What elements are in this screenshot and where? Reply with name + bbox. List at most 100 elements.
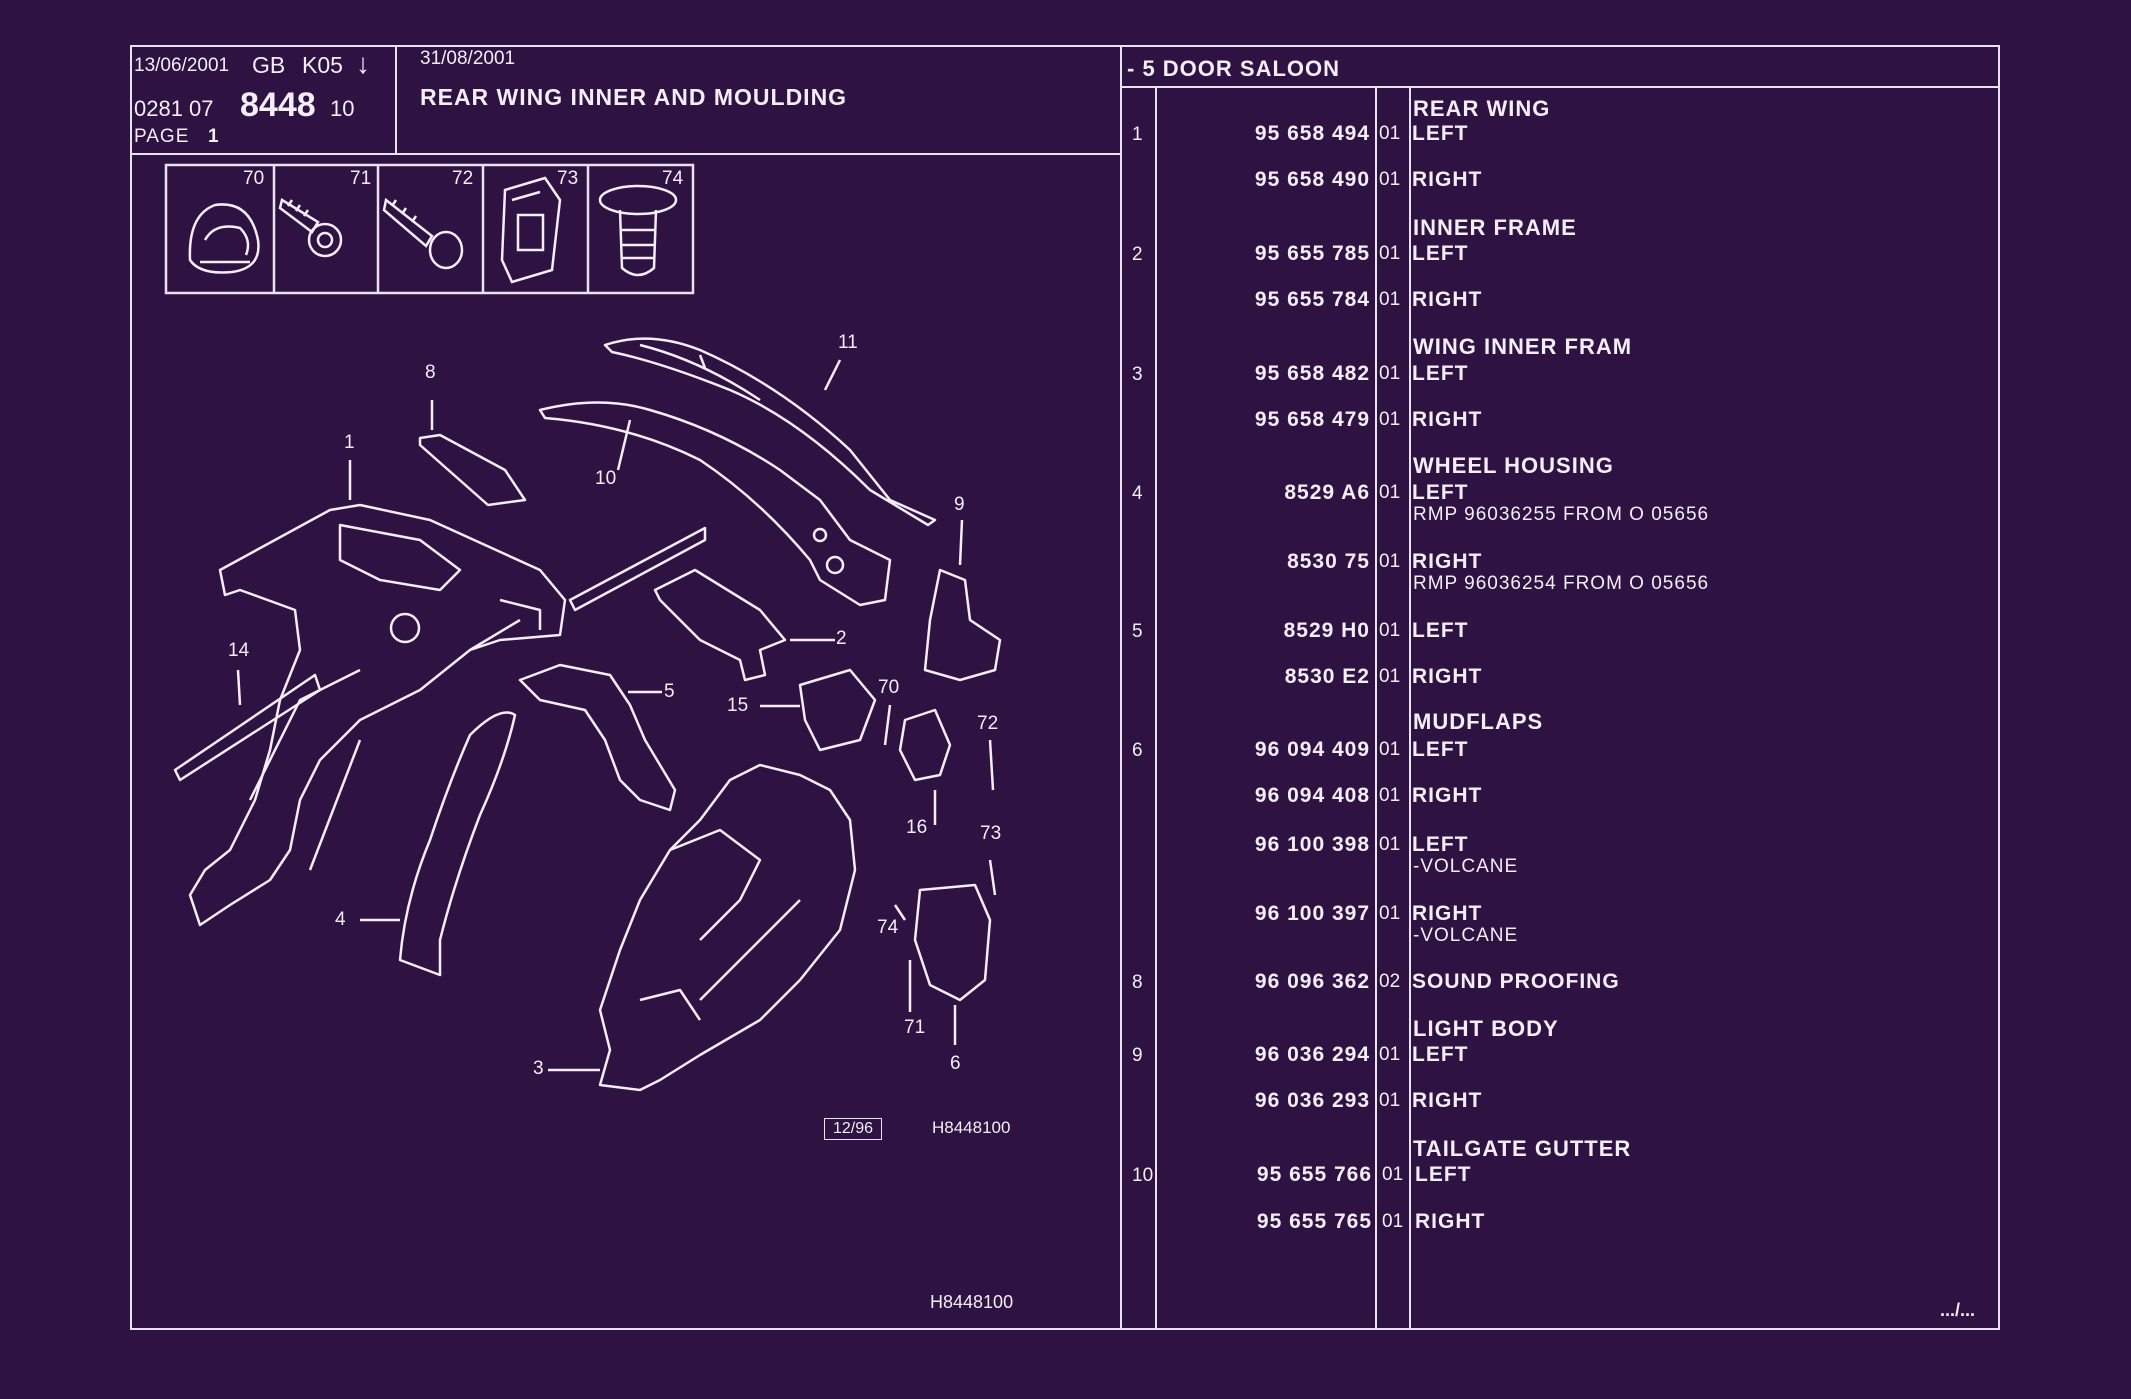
col-qty-divider [1409, 88, 1411, 1328]
part-desc: LEFT [1412, 619, 1469, 642]
part-desc: LEFT [1412, 738, 1469, 761]
heading-tailgate-gutter: TAILGATE GUTTER [1413, 1136, 1632, 1161]
diagram-label-74: 74 [877, 917, 899, 938]
header-lang: GB [252, 52, 286, 78]
page-title: REAR WING INNER AND MOULDING [420, 84, 848, 110]
doc-main-number: 8448 [240, 86, 316, 124]
part-number: 95 658 494 [1254, 122, 1370, 145]
heading-wheel-housing: WHEEL HOUSING [1413, 453, 1614, 478]
footer-ref: H8448100 [930, 1292, 1014, 1312]
page-label: PAGE [134, 126, 190, 147]
part-qty: 01 [1379, 666, 1401, 687]
fastener-label-73: 73 [557, 168, 579, 189]
diagram-label-6: 6 [950, 1053, 961, 1074]
part-note: RMP 96036254 FROM O 05656 [1413, 573, 1710, 594]
part-number: 96 100 397 [1254, 902, 1370, 925]
header-bottom-left [130, 153, 1122, 155]
part-qty: 01 [1379, 363, 1401, 384]
header-bottom-right [1120, 86, 2000, 88]
ref-5: 5 [1132, 621, 1143, 642]
part-desc: RIGHT [1412, 408, 1483, 431]
diagram-label-73: 73 [980, 823, 1002, 844]
clip-icon [188, 203, 260, 274]
part-qty: 01 [1379, 785, 1401, 806]
part-10-shape [538, 401, 892, 607]
page-number: 1 [208, 126, 219, 147]
part-qty: 01 [1379, 1090, 1401, 1111]
part-qty: 01 [1379, 169, 1401, 190]
part-qty: 01 [1379, 482, 1401, 503]
part-number: 96 100 398 [1254, 833, 1370, 856]
part-6-shape [913, 883, 992, 1002]
diagram-label-4: 4 [335, 909, 346, 930]
variant-title: - 5 DOOR SALOON [1127, 56, 1341, 81]
ref-1: 1 [1132, 124, 1143, 145]
part-number: 95 658 482 [1254, 362, 1370, 385]
part-desc: RIGHT [1412, 665, 1483, 688]
column-divider-main [1120, 45, 1122, 1330]
part-desc: RIGHT [1412, 784, 1483, 807]
part-qty: 01 [1379, 620, 1401, 641]
part-2-shape [653, 568, 787, 682]
heading-light-body: LIGHT BODY [1413, 1016, 1559, 1041]
part-desc: RIGHT [1412, 902, 1483, 925]
part-qty: 01 [1379, 123, 1401, 144]
part-desc: LEFT [1412, 481, 1469, 504]
part-desc: LEFT [1415, 1163, 1472, 1186]
diagram-label-16: 16 [906, 817, 928, 838]
part-number: 95 655 766 [1256, 1163, 1372, 1186]
part-number: 96 094 408 [1254, 784, 1370, 807]
diagram-label-70: 70 [878, 677, 900, 698]
heading-rear-wing: REAR WING [1413, 96, 1551, 121]
part-desc: RIGHT [1412, 168, 1483, 191]
part-number: 95 655 765 [1256, 1210, 1372, 1233]
part-14-shape [173, 673, 322, 782]
clip-nut-icon [500, 176, 562, 284]
part-number: 96 094 409 [1254, 738, 1370, 761]
bolt-icon [382, 197, 464, 270]
part-desc: LEFT [1412, 833, 1469, 856]
part-desc: RIGHT [1412, 550, 1483, 573]
part-1-shape [188, 503, 567, 927]
diagram-label-1: 1 [344, 432, 355, 453]
part-3-shape [598, 763, 857, 1092]
col-number-divider [1375, 88, 1377, 1328]
part-qty: 01 [1382, 1164, 1404, 1185]
ref-8: 8 [1132, 972, 1143, 993]
part-desc: LEFT [1412, 122, 1469, 145]
part-number: 8530 E2 [1284, 665, 1370, 688]
header-divider [395, 45, 397, 155]
part-qty: 02 [1379, 971, 1401, 992]
part-qty: 01 [1379, 1044, 1401, 1065]
doc-prefix: 0281 07 [134, 96, 214, 121]
part-note: -VOLCANE [1413, 925, 1519, 946]
part-number: 95 658 479 [1254, 408, 1370, 431]
ref-4: 4 [1132, 483, 1143, 504]
diagram-label-11: 11 [838, 332, 858, 353]
part-9-shape [923, 568, 1002, 682]
screw-icon [278, 198, 343, 258]
part-desc: RIGHT [1415, 1210, 1486, 1233]
part-qty: 01 [1379, 903, 1401, 924]
part-number: 8529 A6 [1284, 481, 1370, 504]
continued-marker: .../... [1940, 1300, 1976, 1320]
diagram-label-5: 5 [664, 681, 675, 702]
part-desc: RIGHT [1412, 288, 1483, 311]
ref-10: 10 [1132, 1165, 1154, 1186]
diagram-label-71: 71 [904, 1017, 926, 1038]
diagram-label-8: 8 [425, 362, 436, 383]
part-number: 95 658 490 [1254, 168, 1370, 191]
down-arrow-icon: ↓ [356, 48, 370, 79]
heading-inner-frame: INNER FRAME [1413, 215, 1577, 240]
push-pin-icon [598, 184, 678, 277]
part-number: 95 655 785 [1254, 242, 1370, 265]
part-qty: 01 [1379, 551, 1401, 572]
part-number: 8530 75 [1287, 550, 1370, 573]
part-note: RMP 96036255 FROM O 05656 [1413, 504, 1710, 525]
fastener-label-71: 71 [350, 168, 372, 189]
part-4-shape [398, 711, 517, 977]
part-15-shape [798, 668, 877, 752]
part-number: 8529 H0 [1283, 619, 1370, 642]
